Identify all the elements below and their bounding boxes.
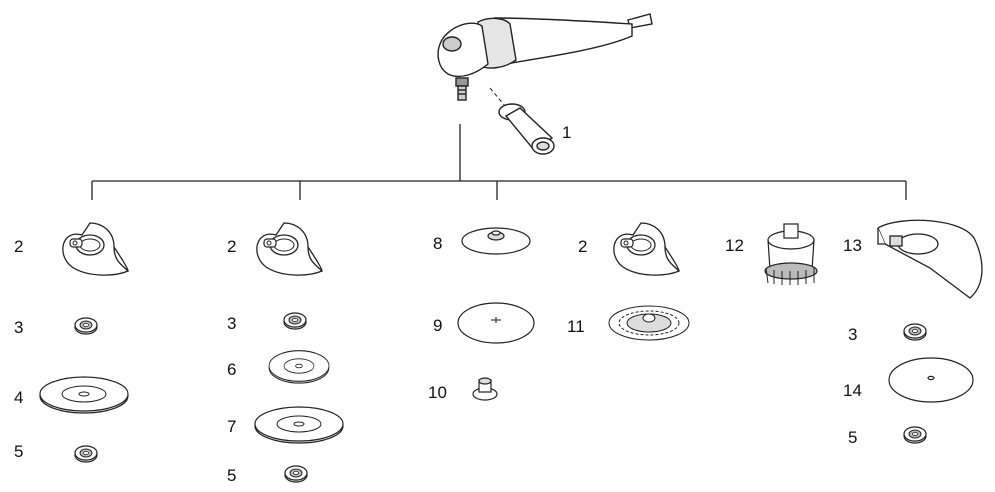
grinding-disc-icon	[254, 406, 344, 444]
grinding-disc-icon	[268, 350, 330, 384]
side-grip-icon	[498, 103, 555, 155]
callout-c1-3: 5	[14, 442, 24, 461]
callout-c2-1: 3	[227, 314, 237, 333]
callout-c6-0: 13	[843, 236, 862, 255]
flange-nut-icon	[284, 465, 308, 483]
callout-c6-2: 14	[843, 381, 862, 400]
callout-c4-0: 2	[578, 237, 588, 256]
callout-c1-1: 3	[14, 318, 24, 337]
wheel-guard-icon	[877, 219, 983, 299]
callout-c5-0: 12	[725, 236, 744, 255]
callout-c4-1: 11	[567, 317, 585, 336]
sanding-disc-icon	[457, 302, 535, 344]
callout-1: 1	[562, 123, 572, 142]
callout-c2-4: 5	[227, 466, 237, 485]
wheel-guard-icon	[613, 222, 680, 276]
rubber-pad-icon	[461, 227, 531, 255]
callout-c3-1: 9	[433, 316, 443, 335]
callout-c3-2: 10	[428, 383, 447, 402]
flange-nut-icon	[74, 317, 98, 335]
callout-c2-2: 6	[227, 360, 237, 379]
flange-nut-icon	[74, 445, 98, 463]
callout-c6-1: 3	[848, 325, 858, 344]
grinding-disc-icon	[39, 376, 129, 414]
wheel-guard-icon	[256, 222, 323, 276]
callout-c1-0: 2	[14, 237, 24, 256]
grinding-disc-icon	[888, 357, 974, 403]
callout-c3-0: 8	[433, 234, 443, 253]
connector-lines	[91, 124, 907, 200]
callout-c1-2: 4	[14, 388, 24, 407]
lock-nut-icon	[472, 377, 498, 401]
flange-nut-icon	[903, 323, 927, 341]
wheel-guard-icon	[62, 222, 129, 276]
flange-nut-icon	[903, 426, 927, 444]
callout-c6-3: 5	[848, 428, 858, 447]
callout-c2-0: 2	[227, 237, 237, 256]
callout-c2-3: 7	[227, 417, 237, 436]
angle-grinder-icon	[437, 13, 653, 101]
flange-nut-icon	[283, 312, 307, 330]
cup-brush-icon	[764, 223, 818, 285]
wire-wheel-brush-icon	[608, 305, 690, 341]
